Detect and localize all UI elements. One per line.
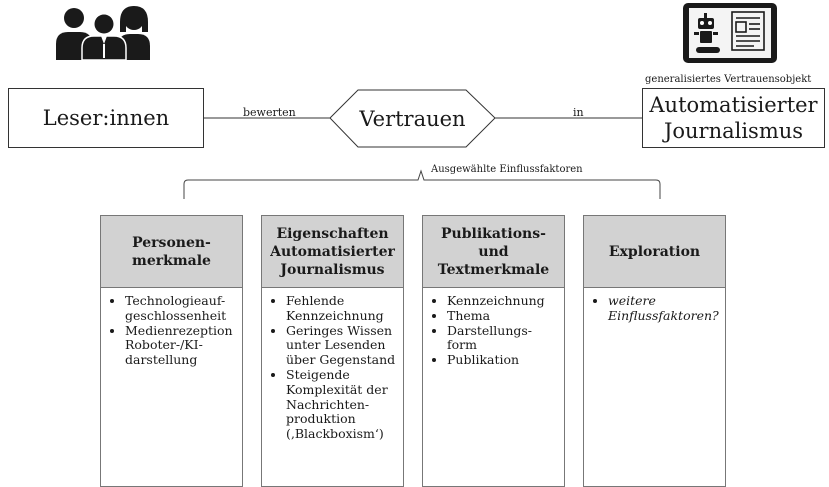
factor-item: Thema <box>447 308 560 324</box>
factor-item: Kennzeichnung <box>447 293 560 309</box>
factor-column-exploration: Exploration weitere Einflussfaktoren? <box>583 215 726 487</box>
automated-journalism-label-line-2: Journalismus <box>663 119 804 143</box>
column-title-line: Textmerkmale <box>437 261 550 278</box>
column-title-line: und <box>478 243 509 260</box>
factor-list: Kennzeichnung Thema Darstellungs-form Pu… <box>423 293 564 368</box>
trust-object-note: generalisiertes Vertrauensobjekt <box>645 74 812 85</box>
factor-item: Medienrezeption Roboter-/KI-darstellung <box>125 323 238 368</box>
robot-news-tablet-icon <box>683 3 777 63</box>
column-title-line: Personen- <box>132 234 211 251</box>
trust-node: Vertrauen <box>330 90 495 147</box>
column-header: Exploration <box>584 216 725 288</box>
column-title-line: Publikations- <box>441 225 546 242</box>
factor-item: Steigende Komplexität der Nachrichten-pr… <box>286 367 399 442</box>
factor-item: Publikation <box>447 352 560 368</box>
column-header: Eigenschaften Automatisierter Journalism… <box>262 216 403 288</box>
factor-list: Technologieauf-geschlossenheit Medienrez… <box>101 293 242 368</box>
column-title-line: Exploration <box>608 243 701 260</box>
factor-item: Fehlende Kennzeichnung <box>286 293 399 324</box>
edge-label-in: in <box>573 106 584 119</box>
automated-journalism-node: Automatisierter Journalismus <box>642 88 825 148</box>
factor-list: weitere Einflussfaktoren? <box>584 293 725 324</box>
readers-label: Leser:innen <box>42 106 170 130</box>
edge-label-evaluate: bewerten <box>243 106 296 119</box>
factor-column-person: Personen- merkmale Technologieauf-geschl… <box>100 215 243 487</box>
factor-item: Technologieauf-geschlossenheit <box>125 293 238 324</box>
factor-column-automated-properties: Eigenschaften Automatisierter Journalism… <box>261 215 404 487</box>
factor-list: Fehlende Kennzeichnung Geringes Wissen u… <box>262 293 403 442</box>
trust-label: Vertrauen <box>359 106 466 131</box>
factor-item: weitere Einflussfaktoren? <box>608 293 721 324</box>
readers-node: Leser:innen <box>8 88 204 148</box>
automated-journalism-label-line-1: Automatisierter <box>649 93 818 117</box>
column-header: Personen- merkmale <box>101 216 242 288</box>
factors-brace <box>183 169 661 199</box>
trust-hexagon <box>329 89 496 148</box>
factor-column-publication-text: Publikations- und Textmerkmale Kennzeich… <box>422 215 565 487</box>
factors-note: Ausgewählte Einflussfaktoren <box>431 164 583 175</box>
column-title-line: Journalismus <box>280 261 385 278</box>
factor-item: Darstellungs-form <box>447 323 560 354</box>
factor-item: Geringes Wissen unter Lesenden über Gege… <box>286 323 399 368</box>
people-group-icon <box>56 6 150 60</box>
column-title-line: merkmale <box>132 252 211 269</box>
column-header: Publikations- und Textmerkmale <box>423 216 564 288</box>
column-title-line: Eigenschaften <box>276 225 389 242</box>
column-title-line: Automatisierter <box>270 243 395 260</box>
